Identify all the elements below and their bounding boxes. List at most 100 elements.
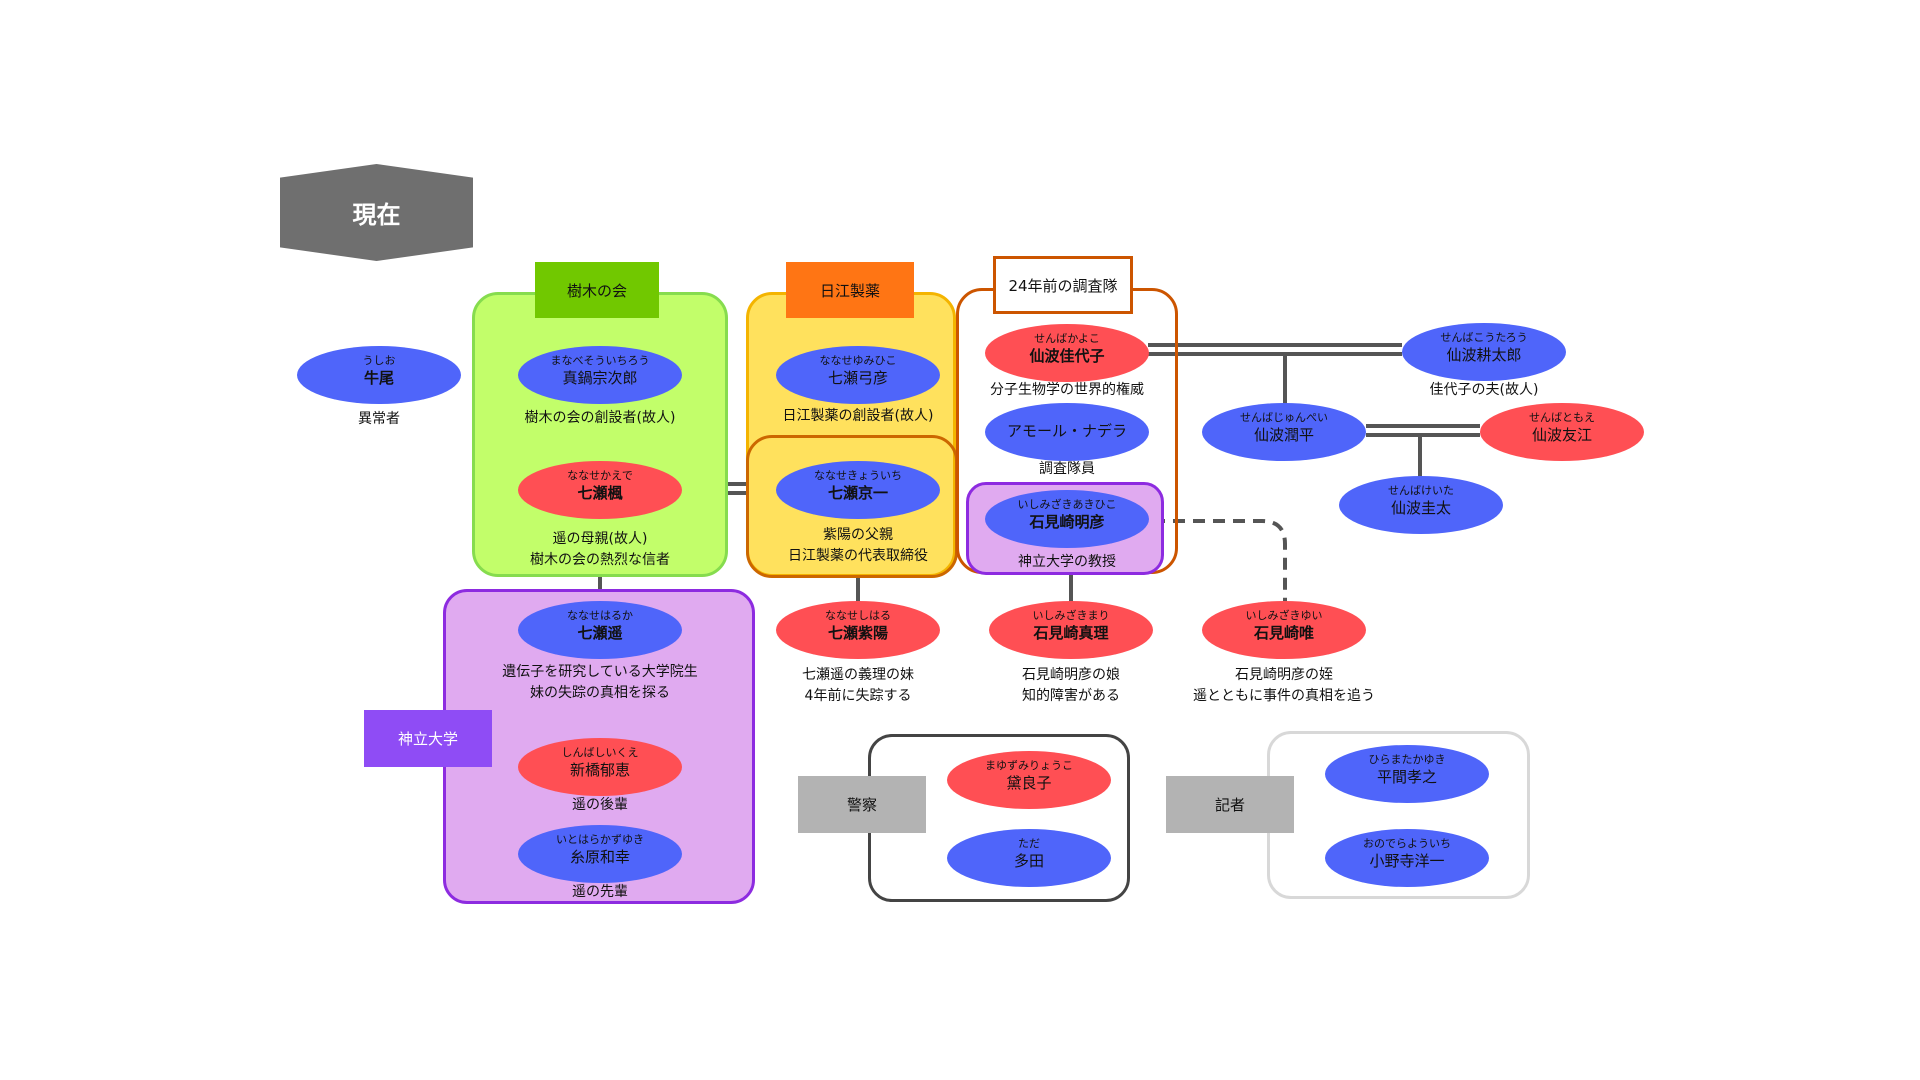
ruby: せんばじゅんぺい: [1240, 411, 1328, 424]
ruby: ななせしはる: [825, 609, 891, 622]
person-name: 七瀬楓: [577, 484, 623, 502]
desc-kaede: 遥の母親(故人) 樹木の会の熱烈な信者: [460, 529, 740, 571]
desc-akihiko: 神立大学の教授: [927, 552, 1207, 573]
desc-ushio: 異常者: [239, 409, 519, 430]
node-kyoichi[interactable]: ななせきょういち 七瀬京一: [776, 461, 940, 519]
desc-kayoko: 分子生物学の世界的権威: [927, 380, 1207, 401]
node-mayuzumi[interactable]: まゆずみりょうこ 黛良子: [947, 751, 1111, 809]
node-ushio[interactable]: うしお 牛尾: [297, 346, 461, 404]
desc-line: 紫陽の父親: [823, 527, 893, 543]
person-name: 七瀬遥: [577, 624, 623, 642]
node-junpei[interactable]: せんばじゅんぺい 仙波潤平: [1202, 403, 1366, 461]
line-akihiko-yui-dashed: [1153, 519, 1287, 606]
ruby: しんばしいくえ: [561, 746, 639, 759]
desc-line: 樹木の会の熱烈な信者: [530, 552, 670, 568]
node-ikue[interactable]: しんばしいくえ 新橋郁恵: [518, 738, 682, 796]
desc-haruka: 遺伝子を研究している大学院生 妹の失踪の真相を探る: [460, 662, 740, 704]
node-onodera[interactable]: おのでらよういち 小野寺洋一: [1325, 829, 1489, 887]
desc-line: 知的障害がある: [1022, 688, 1120, 704]
node-kazuyuki[interactable]: いとはらかずゆき 糸原和幸: [518, 825, 682, 883]
label-juki-no-kai: 樹木の会: [535, 262, 659, 318]
ruby: いしみざきまり: [1032, 609, 1110, 622]
person-name: 平間孝之: [1376, 768, 1437, 786]
desc-line: 日江製薬の代表取締役: [788, 548, 928, 564]
ruby: いとはらかずゆき: [556, 833, 644, 846]
person-name: 石見崎真理: [1033, 624, 1109, 642]
ruby: まなべそういちろう: [550, 354, 650, 367]
ruby: ななせきょういち: [814, 469, 902, 482]
desc-ikue: 遥の後輩: [460, 795, 740, 816]
desc-line: 日江製薬の創設者(故人): [782, 408, 934, 424]
desc-line: 4年前に失踪する: [804, 688, 912, 704]
node-yui[interactable]: いしみざきゆい 石見崎唯: [1202, 601, 1366, 659]
desc-line: 遺伝子を研究している大学院生: [502, 664, 698, 680]
person-name: 仙波圭太: [1390, 499, 1451, 517]
node-tada[interactable]: ただ 多田: [947, 829, 1111, 887]
node-kaede[interactable]: ななせかえで 七瀬楓: [518, 461, 682, 519]
person-name: 黛良子: [1006, 774, 1052, 792]
label-nikko-seiyaku: 日江製薬: [786, 262, 914, 318]
desc-line: 妹の失踪の真相を探る: [530, 685, 670, 701]
ruby: せんばけいた: [1388, 484, 1454, 497]
ruby: せんばかよこ: [1034, 332, 1100, 345]
desc-manabe: 樹木の会の創設者(故人): [460, 408, 740, 429]
ruby: うしお: [362, 354, 396, 367]
ruby: いしみざきあきひこ: [1017, 498, 1117, 511]
ruby: ななせはるか: [567, 609, 633, 622]
ruby: せんばこうたろう: [1440, 331, 1528, 344]
node-kotaro[interactable]: せんばこうたろう 仙波耕太郎: [1402, 323, 1566, 381]
desc-line: 調査隊員: [1039, 461, 1095, 477]
person-name: アモール・ナデラ: [1006, 422, 1127, 440]
desc-shiharu: 七瀬遥の義理の妹 4年前に失踪する: [718, 665, 998, 707]
ruby: おのでらよういち: [1363, 837, 1451, 850]
node-hirama[interactable]: ひらまたかゆき 平間孝之: [1325, 745, 1489, 803]
node-tomoe[interactable]: せんばともえ 仙波友江: [1480, 403, 1644, 461]
desc-line: 遥の後輩: [572, 797, 628, 813]
desc-mari: 石見崎明彦の娘 知的障害がある: [931, 665, 1211, 707]
ruby: ただ: [1018, 837, 1040, 850]
node-kayoko[interactable]: せんばかよこ 仙波佳代子: [985, 324, 1149, 382]
ruby: ななせゆみひこ: [819, 354, 897, 367]
node-akihiko[interactable]: いしみざきあきひこ 石見崎明彦: [985, 490, 1149, 548]
node-shiharu[interactable]: ななせしはる 七瀬紫陽: [776, 601, 940, 659]
desc-yui: 石見崎明彦の姪 遥とともに事件の真相を追う: [1144, 665, 1424, 707]
desc-line: 樹木の会の創設者(故人): [524, 410, 676, 426]
desc-line: 佳代子の夫(故人): [1429, 382, 1539, 398]
desc-line: 石見崎明彦の姪: [1235, 667, 1333, 683]
node-mari[interactable]: いしみざきまり 石見崎真理: [989, 601, 1153, 659]
label-chosa-tai: 24年前の調査隊: [993, 256, 1133, 314]
node-manabe[interactable]: まなべそういちろう 真鍋宗次郎: [518, 346, 682, 404]
ruby: まゆずみりょうこ: [985, 759, 1073, 772]
person-name: 小野寺洋一: [1369, 852, 1445, 870]
person-name: 多田: [1013, 852, 1044, 870]
node-keita[interactable]: せんばけいた 仙波圭太: [1339, 476, 1503, 534]
person-name: 仙波耕太郎: [1446, 346, 1522, 364]
ruby: ななせかえで: [567, 469, 633, 482]
desc-line: 七瀬遥の義理の妹: [802, 667, 914, 683]
person-name: 仙波友江: [1531, 426, 1592, 444]
node-haruka[interactable]: ななせはるか 七瀬遥: [518, 601, 682, 659]
desc-line: 神立大学の教授: [1018, 554, 1116, 570]
desc-kotaro: 佳代子の夫(故人): [1344, 380, 1624, 401]
person-name: 糸原和幸: [569, 848, 630, 866]
person-name: 七瀬京一: [827, 484, 888, 502]
current-badge: 現在: [280, 164, 473, 261]
person-name: 七瀬紫陽: [827, 624, 888, 642]
desc-kazuyuki: 遥の先輩: [460, 882, 740, 903]
ruby: ひらまたかゆき: [1368, 753, 1446, 766]
person-name: 石見崎唯: [1253, 624, 1314, 642]
node-amor[interactable]: アモール・ナデラ: [985, 403, 1149, 461]
desc-amor: 調査隊員: [927, 459, 1207, 480]
label-kisha: 記者: [1166, 776, 1294, 833]
node-yumihiko[interactable]: ななせゆみひこ 七瀬弓彦: [776, 346, 940, 404]
desc-kyoichi: 紫陽の父親 日江製薬の代表取締役: [718, 525, 998, 567]
person-name: 新橋郁恵: [569, 761, 630, 779]
desc-line: 遥の母親(故人): [552, 531, 648, 547]
person-name: 真鍋宗次郎: [562, 369, 638, 387]
desc-line: 石見崎明彦の娘: [1022, 667, 1120, 683]
ruby: いしみざきゆい: [1245, 609, 1323, 622]
person-name: 牛尾: [363, 369, 394, 387]
person-name: 仙波佳代子: [1029, 347, 1105, 365]
desc-yumihiko: 日江製薬の創設者(故人): [718, 406, 998, 427]
